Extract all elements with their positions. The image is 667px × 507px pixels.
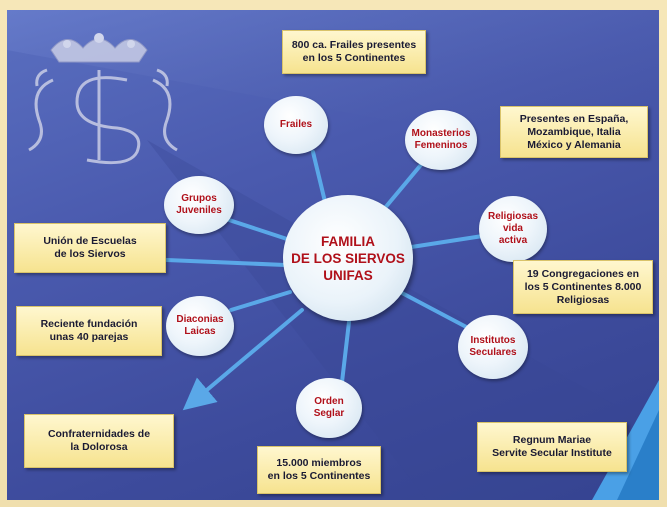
node-religiosas-vida-activa: Religiosas vida activa — [479, 196, 547, 262]
spoke-orden — [340, 320, 351, 384]
spoke-institutos — [400, 291, 474, 332]
node-institutos-seculares: Institutos Seculares — [458, 315, 528, 379]
node-monasterios-femeninos: Monasterios Femeninos — [405, 110, 477, 170]
spoke-diaconias — [229, 290, 292, 312]
note-diaconias: Reciente fundación unas 40 parejas — [16, 306, 162, 356]
note-frailes: 800 ca. Frailes presentes en los 5 Conti… — [282, 30, 426, 74]
node-frailes: Frailes — [264, 96, 328, 154]
note-orden: 15.000 miembros en los 5 Continentes — [257, 446, 381, 494]
corner-accent-dark — [617, 410, 659, 500]
note-escuelas: Unión de Escuelas de los Siervos — [14, 223, 166, 273]
center-node: FAMILIA DE LOS SIERVOS UNIFAS — [283, 195, 413, 321]
note-religiosas: 19 Congregaciones en los 5 Continentes 8… — [513, 260, 653, 314]
background-diagonal — [147, 140, 659, 500]
spoke-escuelas — [165, 258, 287, 267]
note-confraternidades: Confraternidades de la Dolorosa — [24, 414, 174, 468]
note-institutos: Regnum Mariae Servite Secular Institute — [477, 422, 627, 472]
spoke-monasterios — [377, 158, 427, 217]
crest-logo — [28, 33, 178, 165]
node-diaconias-laicas: Diaconias Laicas — [166, 296, 234, 356]
note-monasterios: Presentes en España, Mozambique, Italia … — [500, 106, 648, 158]
diagram-panel: FAMILIA DE LOS SIERVOS UNIFAS Frailes Mo… — [7, 10, 659, 500]
spoke-grupos — [227, 218, 292, 242]
spoke-religiosas — [403, 233, 491, 250]
node-orden-seglar: Orden Seglar — [296, 378, 362, 438]
spoke-confraternidades-arrow — [182, 308, 304, 411]
background-sheen — [7, 10, 659, 170]
node-grupos-juveniles: Grupos Juveniles — [164, 176, 234, 234]
